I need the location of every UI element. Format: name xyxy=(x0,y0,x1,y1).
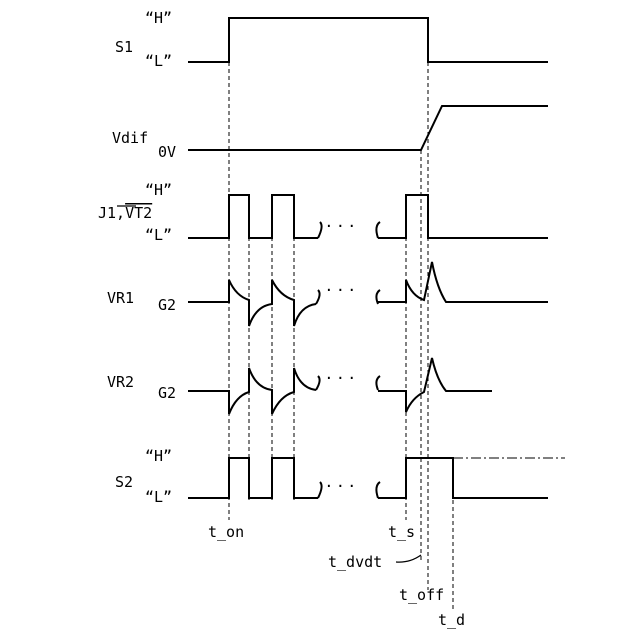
vr2-ref-label: G2 xyxy=(158,384,176,402)
j1-vt2-name: J1,VT2 xyxy=(98,204,152,222)
t-d-label: t_d xyxy=(438,611,465,629)
vr2-waveform-left xyxy=(188,368,316,414)
signal-vdif: Vdif 0V xyxy=(112,106,548,161)
vr1-break-left xyxy=(316,290,320,304)
vr1-name: VR1 xyxy=(107,289,134,307)
s1-waveform xyxy=(188,18,548,62)
s2-waveform-right xyxy=(378,458,548,498)
signal-s2: S2 “H” “L” · · · xyxy=(115,447,565,506)
time-reference-lines xyxy=(229,62,453,612)
t-dvdt-leader xyxy=(396,555,421,562)
s1-low-label: “L” xyxy=(145,52,172,70)
vr1-ref-label: G2 xyxy=(158,296,176,314)
j1-break-left xyxy=(318,222,322,238)
s1-high-label: “H” xyxy=(145,9,172,27)
j1-waveform-right xyxy=(378,195,548,238)
t-on-label: t_on xyxy=(208,523,244,541)
s2-waveform-left xyxy=(188,458,318,498)
vr2-break-left xyxy=(316,376,320,390)
j1-low-label: “L” xyxy=(145,226,172,244)
vr2-ellipsis: · · · xyxy=(326,368,355,389)
vr2-break-right xyxy=(376,376,380,390)
j1-break-right xyxy=(376,222,380,238)
vdif-name: Vdif xyxy=(112,129,148,147)
vr1-waveform-left xyxy=(188,280,316,326)
signal-j1-vt2: J1,VT2 “H” “L” · · · xyxy=(98,181,548,244)
j1-prefix: J1, xyxy=(98,204,125,222)
j1-waveform-left xyxy=(188,195,318,238)
vr2-waveform-right xyxy=(378,358,492,412)
t-off-label: t_off xyxy=(399,586,444,604)
s2-break-left xyxy=(318,482,322,498)
s2-name: S2 xyxy=(115,473,133,491)
t-dvdt-label: t_dvdt xyxy=(328,553,382,571)
j1-ellipsis: · · · xyxy=(326,216,355,237)
s2-high-label: “H” xyxy=(145,447,172,465)
signal-vr1: VR1 G2 · · · xyxy=(107,262,548,326)
vdif-ref-label: 0V xyxy=(158,143,176,161)
vt2-overline: VT2 xyxy=(125,204,152,222)
s2-ellipsis: · · · xyxy=(326,476,355,497)
time-marker-labels: t_on t_s t_dvdt t_off t_d xyxy=(208,523,465,629)
signal-s1: S1 “H” “L” xyxy=(115,9,548,70)
j1-high-label: “H” xyxy=(145,181,172,199)
s2-low-label: “L” xyxy=(145,488,172,506)
vr1-waveform-right xyxy=(378,262,548,302)
s1-name: S1 xyxy=(115,38,133,56)
t-s-label: t_s xyxy=(388,523,415,541)
s2-break-right xyxy=(376,482,380,498)
signal-vr2: VR2 G2 · · · xyxy=(107,358,492,414)
vdif-waveform xyxy=(188,106,548,150)
vr2-name: VR2 xyxy=(107,373,134,391)
vr1-ellipsis: · · · xyxy=(326,280,355,301)
